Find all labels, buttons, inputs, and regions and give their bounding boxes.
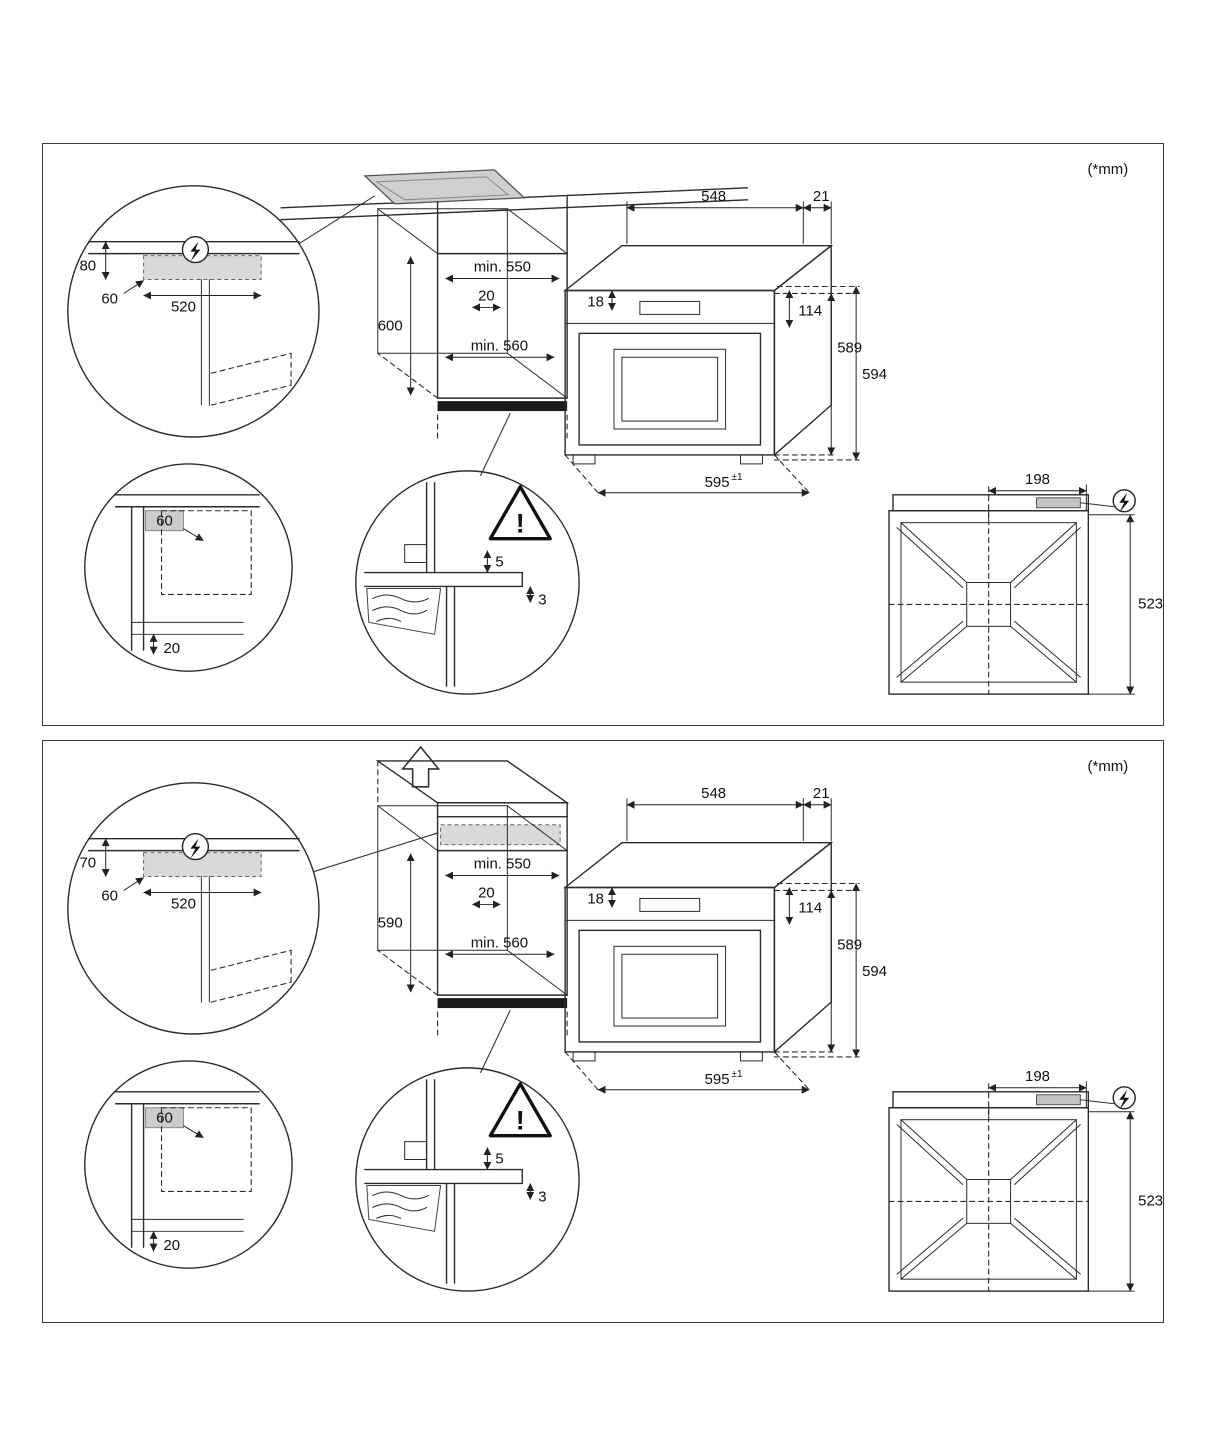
- oven-top-depth-dim: 548: [701, 785, 726, 802]
- niche-dimensions: 600 min. 550 20 min. 560: [378, 256, 560, 396]
- niche-gap-dim: 20: [478, 287, 495, 304]
- oven-door: [578, 929, 762, 1043]
- oven-panel-height-dim: 114: [798, 302, 822, 319]
- cutout-detail-circle: 70 60 520: [67, 782, 320, 1035]
- rear-height-dim: 523: [1138, 1192, 1163, 1209]
- connection-box: [1036, 1094, 1081, 1106]
- niche-min-depth-dim: min. 560: [471, 337, 528, 354]
- oven-back-gap-dim: 21: [813, 188, 830, 205]
- niche-gap-dim: 20: [478, 884, 495, 901]
- oven-width-tolerance: ±1: [732, 1069, 743, 1080]
- oven-door-window: [613, 945, 727, 1027]
- oven-total-height-dim: 594: [862, 366, 887, 383]
- corner-detail-circle: 60 20: [84, 463, 293, 672]
- corner-inset-dim: 60: [156, 1110, 173, 1127]
- corner-inset-dim: 60: [156, 513, 173, 530]
- niche-dimensions: 590 min. 550 20 min. 560: [378, 853, 560, 993]
- oven-drawing: [563, 201, 834, 465]
- cutout-detail-circle: 80 60 520: [67, 185, 320, 438]
- detail-pointer: [298, 195, 376, 245]
- connection-zone: [440, 824, 561, 846]
- oven-body-height-dim: 589: [837, 339, 862, 356]
- rear-conduit-offset-dim: 198: [1025, 1068, 1050, 1085]
- oven-top-depth-dim: 548: [701, 188, 726, 205]
- niche-height-dim: 590: [378, 914, 403, 931]
- oven-foot: [572, 454, 596, 465]
- oven-dimensions: 548 21 18 114 589 594 595 ±: [564, 785, 887, 1094]
- corner-gap-dim: 20: [164, 1237, 181, 1254]
- warning-icon: [488, 1082, 552, 1138]
- rear-view-drawing: [888, 1086, 1136, 1292]
- oven-display: [639, 897, 701, 912]
- oven-total-height-dim: 594: [862, 963, 887, 980]
- corner-gap-dim: 20: [164, 640, 181, 657]
- cutout-depth-dim: 520: [171, 895, 196, 912]
- up-arrow-icon: [401, 745, 441, 788]
- worktop-drawing: [280, 169, 749, 221]
- cabinet-column-drawing: [375, 745, 570, 852]
- corner-detail-circle: 60 20: [84, 1060, 293, 1269]
- cutout-height-dim: 80: [79, 258, 96, 275]
- rear-conduit-offset-dim: 198: [1025, 471, 1050, 488]
- cutout-inset-dim: 60: [101, 290, 118, 307]
- oven-foot: [740, 1051, 763, 1062]
- rear-view-dimensions: 198 523: [988, 471, 1163, 695]
- niche-height-dim: 600: [378, 317, 403, 334]
- rear-view-dimensions: 198 523: [988, 1068, 1163, 1292]
- niche-min-width-dim: min. 550: [474, 259, 531, 276]
- gap-bottom-dim: 3: [538, 1188, 546, 1205]
- rear-view-drawing: [888, 489, 1136, 695]
- electric-connection-icon: [181, 832, 210, 861]
- niche-min-width-dim: min. 550: [474, 856, 531, 873]
- oven-panel-inset-dim: 18: [587, 890, 604, 907]
- oven-foot: [740, 454, 763, 465]
- cutout-inset-dim: 60: [101, 887, 118, 904]
- panel-top: (*mm): [42, 143, 1164, 726]
- gap-top-dim: 5: [495, 554, 503, 571]
- connection-box: [1036, 497, 1081, 509]
- units-label: (*mm): [1088, 161, 1129, 178]
- installation-diagram-top: (*mm): [67, 161, 1163, 695]
- oven-width-dim: 595: [705, 1071, 730, 1088]
- electric-connection-icon: [181, 235, 210, 264]
- oven-width-tolerance: ±1: [732, 472, 743, 483]
- gap-top-dim: 5: [495, 1151, 503, 1168]
- gap-detail-circle: ! 5 3: [355, 1067, 580, 1292]
- oven-dimensions: 548 21 18 114 589 594 595 ±: [564, 188, 887, 497]
- cutout-depth-dim: 520: [171, 298, 196, 315]
- oven-drawing: [563, 798, 834, 1062]
- warning-mark: !: [516, 509, 525, 539]
- gap-bottom-dim: 3: [538, 591, 546, 608]
- units-label: (*mm): [1088, 758, 1129, 775]
- hob-cutout: [363, 169, 526, 205]
- detail-pointer: [313, 832, 439, 873]
- gap-detail-circle: ! 5 3: [355, 470, 580, 695]
- cutout-height-dim: 70: [79, 855, 96, 872]
- oven-display: [639, 300, 701, 315]
- anti-tip-strip: [437, 998, 568, 1009]
- oven-panel-inset-dim: 18: [587, 293, 604, 310]
- rear-height-dim: 523: [1138, 595, 1163, 612]
- niche-min-depth-dim: min. 560: [471, 934, 528, 951]
- electric-connection-icon: [1080, 489, 1136, 513]
- oven-foot: [572, 1051, 596, 1062]
- oven-door: [578, 332, 762, 446]
- oven-panel-height-dim: 114: [798, 899, 822, 916]
- oven-width-dim: 595: [705, 474, 730, 491]
- oven-body-height-dim: 589: [837, 936, 862, 953]
- anti-tip-strip: [437, 401, 568, 412]
- panel-bottom: (*mm): [42, 740, 1164, 1323]
- warning-icon: [488, 485, 552, 541]
- oven-door-window: [613, 348, 727, 430]
- oven-back-gap-dim: 21: [813, 785, 830, 802]
- installation-diagram-bottom: (*mm): [67, 745, 1163, 1292]
- warning-mark: !: [516, 1106, 525, 1136]
